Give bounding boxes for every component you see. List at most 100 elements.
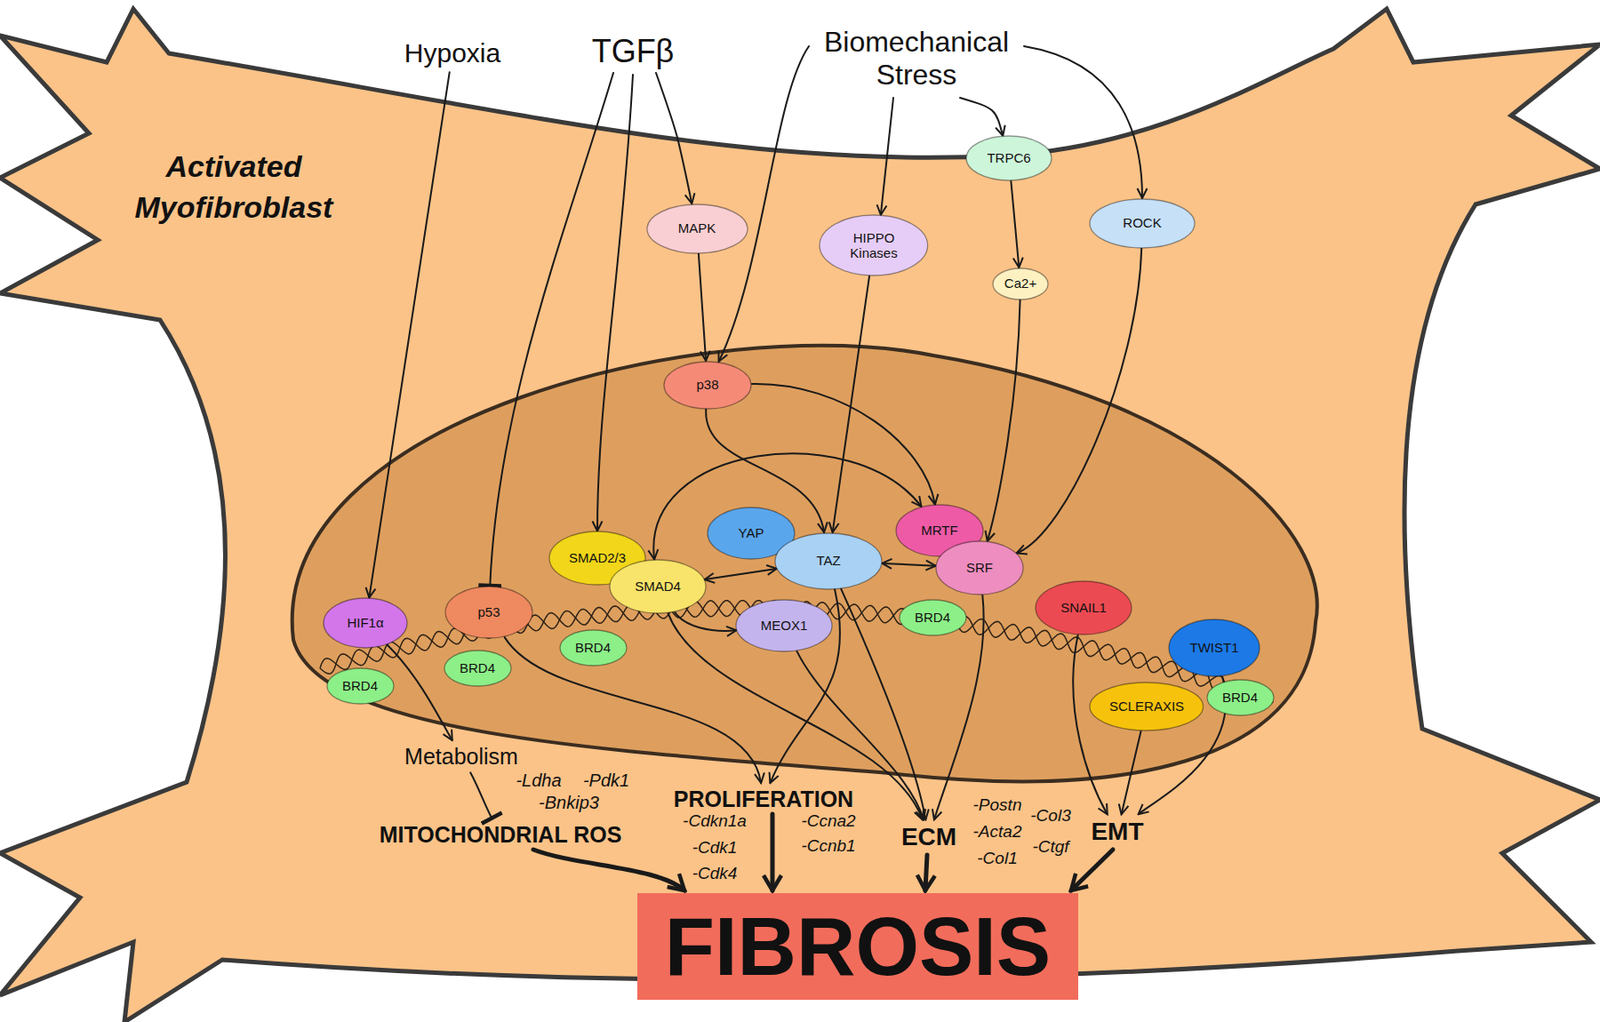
gene-label: -Ccnb1 [800, 836, 856, 856]
ellipse-outline [936, 541, 1024, 595]
arrow-connector [698, 254, 706, 361]
gene-label: -Cdkn1a [682, 811, 747, 832]
gene-label: -Postn [973, 795, 1023, 816]
protein-name: SMAD2/3 [568, 550, 626, 566]
protein-name: HIF1α [346, 615, 384, 631]
protein-name: HIPPO Kinases [838, 230, 910, 262]
gene-label: -Bnkip3 [538, 792, 600, 814]
cell-title: Activated Myofibroblast [100, 146, 368, 229]
gene-label: -Col3 [1030, 806, 1071, 826]
protein-ellipse: TRPC6 [965, 135, 1053, 182]
gene-label: -Cdk4 [692, 864, 738, 884]
gene-label: -Pdk1 [583, 770, 630, 792]
ellipse-outline [1207, 680, 1274, 716]
ellipse-outline [1089, 682, 1204, 731]
protein-ellipse: BRD4 [1206, 679, 1275, 717]
arrow-connector [882, 563, 936, 567]
signal-label: Hypoxia [404, 38, 501, 70]
protein-name: SCLERAXIS [1109, 698, 1184, 714]
protein-name: Ca2+ [1004, 275, 1037, 291]
gene-label: -Ldha [515, 770, 561, 792]
protein-name: SRF [966, 560, 993, 576]
protein-ellipse: SMAD4 [608, 559, 707, 615]
pathway-arrow [533, 849, 685, 891]
outcome-text: FIBROSIS [664, 905, 1051, 988]
pathway-arrow [925, 855, 928, 891]
protein-name: BRD4 [342, 678, 378, 694]
gene-label: -Cdk1 [692, 838, 738, 858]
pathway-arrow [387, 645, 453, 741]
protein-ellipse: TWIST1 [1168, 618, 1261, 678]
protein-name: TWIST1 [1190, 640, 1240, 656]
protein-name: BRD4 [575, 640, 611, 656]
process-label: ECM [901, 823, 957, 852]
protein-ellipse: p38 [663, 360, 752, 410]
signal-label: Biomechanical Stress [805, 25, 1028, 92]
protein-name: SNAIL1 [1060, 600, 1107, 616]
ellipse-outline [992, 268, 1048, 300]
protein-name: BRD4 [1222, 689, 1258, 705]
protein-ellipse: BRD4 [326, 667, 395, 705]
ellipse-outline [664, 361, 752, 409]
nucleus-outline [292, 345, 1318, 782]
pathway-arrow [770, 814, 776, 891]
pathway-arrow [960, 97, 1003, 136]
protein-name: BRD4 [914, 609, 951, 625]
process-label: PROLIFERATION [673, 786, 854, 813]
pathway-arrow [368, 72, 449, 598]
ellipse-outline [444, 650, 512, 687]
pathway-arrow [1121, 731, 1142, 815]
pathway-arrow [880, 97, 894, 215]
ellipse-outline [609, 560, 706, 614]
ellipse-outline [323, 598, 408, 648]
protein-ellipse: SNAIL1 [1034, 580, 1133, 636]
ellipse-outline [1035, 581, 1132, 635]
gene-label: -Ctgf [1032, 837, 1069, 857]
inhibition-line [489, 72, 614, 586]
signal-label: TGFβ [592, 32, 675, 70]
arrow-connector [674, 612, 736, 632]
gene-label: -Col1 [976, 848, 1017, 869]
ellipse-outline [445, 586, 533, 639]
signal-label: Metabolism [404, 744, 519, 770]
protein-ellipse: HIPPO Kinases [818, 214, 929, 277]
pathway-arrow [504, 637, 761, 784]
protein-name: p53 [477, 604, 500, 620]
protein-name: YAP [738, 525, 765, 541]
ellipse-outline [819, 215, 928, 276]
protein-ellipse: SRF [935, 540, 1024, 596]
protein-name: BRD4 [459, 660, 496, 676]
process-label: MITOCHONDRIAL ROS [379, 822, 623, 848]
protein-name: ROCK [1122, 215, 1161, 231]
protein-name: MRTF [920, 522, 958, 538]
ellipse-outline [327, 668, 394, 704]
ellipse-outline [899, 600, 967, 636]
ellipse-outline [647, 204, 748, 254]
inhibition-line [470, 772, 492, 818]
process-label: EMT [1090, 817, 1144, 847]
protein-ellipse: BRD4 [443, 649, 512, 688]
pathway-arrow [597, 74, 633, 531]
gene-label: -Acta2 [973, 822, 1023, 842]
protein-name: SMAD4 [634, 578, 681, 594]
arrow-connector [752, 384, 936, 504]
arrow-connector [1010, 181, 1019, 268]
pathway-arrow [1071, 849, 1113, 891]
pathway-arrow [1072, 635, 1107, 815]
protein-ellipse: p53 [444, 585, 534, 640]
protein-ellipse: MAPK [646, 203, 749, 255]
protein-ellipse: BRD4 [559, 629, 628, 667]
ellipse-outline [736, 600, 832, 652]
protein-ellipse: SCLERAXIS [1088, 681, 1205, 732]
pathway-arrow [719, 46, 809, 361]
arrow-connector [987, 300, 1021, 542]
ellipse-outline [560, 630, 627, 666]
pathway-arrow [1024, 46, 1143, 199]
protein-ellipse: Ca2+ [992, 267, 1049, 301]
ellipse-outline [1168, 619, 1260, 677]
protein-ellipse: TAZ [774, 532, 883, 591]
protein-ellipse: MEOX1 [735, 599, 833, 653]
protein-name: TRPC6 [986, 150, 1031, 166]
ellipse-outline [1089, 199, 1195, 248]
